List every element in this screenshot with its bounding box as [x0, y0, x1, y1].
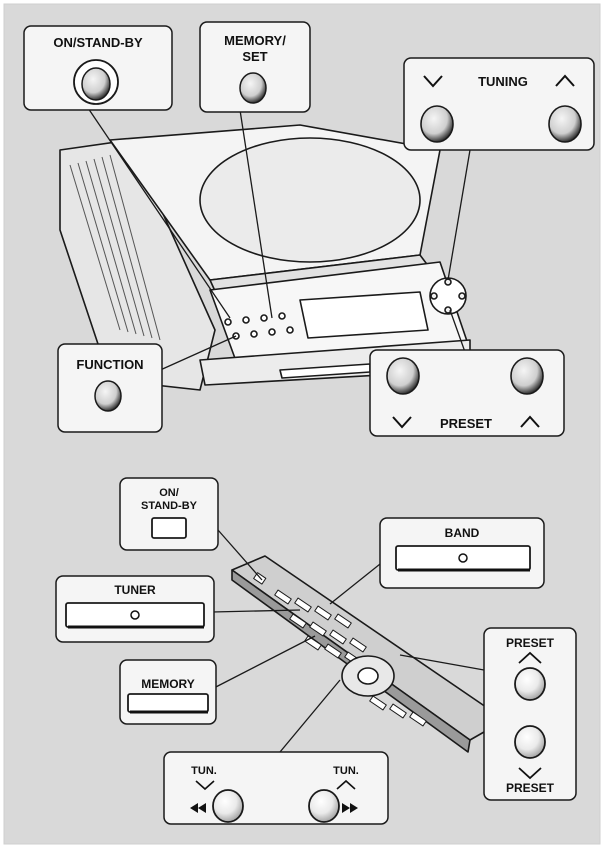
tuning-label: TUNING: [478, 74, 528, 89]
remote-tun-up-button[interactable]: [308, 789, 340, 823]
chevron-up-icon: [555, 74, 575, 87]
remote-band-label: BAND: [445, 526, 480, 540]
remote-tuner-label: TUNER: [114, 583, 156, 597]
chevron-down-icon: [518, 767, 542, 780]
band-indicator-dot-icon: [458, 553, 468, 563]
remote-preset-top-label: PRESET: [506, 636, 555, 650]
tuning-up-button[interactable]: [548, 105, 582, 143]
remote-tuner-button[interactable]: [65, 602, 205, 629]
remote-tun-left-label: TUN.: [191, 765, 217, 777]
function-label: FUNCTION: [76, 357, 143, 372]
remote-preset-down-button[interactable]: [514, 725, 546, 759]
preset-up-button[interactable]: [510, 357, 544, 395]
memory-set-callout: MEMORY/ SET: [199, 21, 311, 113]
on-standby-label: ON/STAND-BY: [53, 35, 143, 50]
memory-set-label-line1: MEMORY/: [224, 33, 286, 48]
remote-on-standby-callout: ON/ STAND-BY: [119, 477, 219, 551]
tuning-down-button[interactable]: [420, 105, 454, 143]
memory-set-button[interactable]: [239, 72, 267, 104]
remote-memory-callout: MEMORY: [119, 659, 217, 725]
main-unit-illustration: [59, 124, 471, 391]
rewind-icon: [190, 803, 206, 813]
chevron-up-icon: [520, 415, 540, 428]
remote-control-illustration: [231, 555, 506, 753]
on-standby-button[interactable]: [73, 59, 119, 105]
remote-preset-bottom-label: PRESET: [506, 781, 555, 795]
remote-memory-button[interactable]: [127, 693, 209, 714]
remote-band-button[interactable]: [395, 545, 531, 572]
remote-preset-up-button[interactable]: [514, 667, 546, 701]
remote-preset-callout: PRESET PRESET: [483, 627, 577, 801]
remote-tun-down-button[interactable]: [212, 789, 244, 823]
chevron-down-icon: [392, 416, 412, 429]
chevron-up-icon: [518, 651, 542, 664]
tuner-indicator-dot-icon: [130, 610, 140, 620]
function-button[interactable]: [94, 380, 122, 412]
leader-lines-remote: [209, 529, 485, 765]
remote-memory-label: MEMORY: [141, 677, 195, 691]
chevron-up-icon: [336, 779, 356, 790]
chevron-down-icon: [195, 780, 215, 791]
preset-label: PRESET: [440, 416, 492, 431]
chevron-down-icon: [423, 75, 443, 88]
memory-set-label-line2: SET: [242, 49, 267, 64]
remote-on-standby-label-line1: ON/: [159, 487, 179, 499]
remote-tun-callout: TUN. TUN.: [163, 751, 389, 825]
preset-down-button[interactable]: [386, 357, 420, 395]
fast-forward-icon: [342, 803, 358, 813]
remote-on-standby-label-line2: STAND-BY: [141, 500, 198, 512]
remote-tun-right-label: TUN.: [333, 765, 359, 777]
remote-on-standby-button[interactable]: [151, 517, 187, 539]
